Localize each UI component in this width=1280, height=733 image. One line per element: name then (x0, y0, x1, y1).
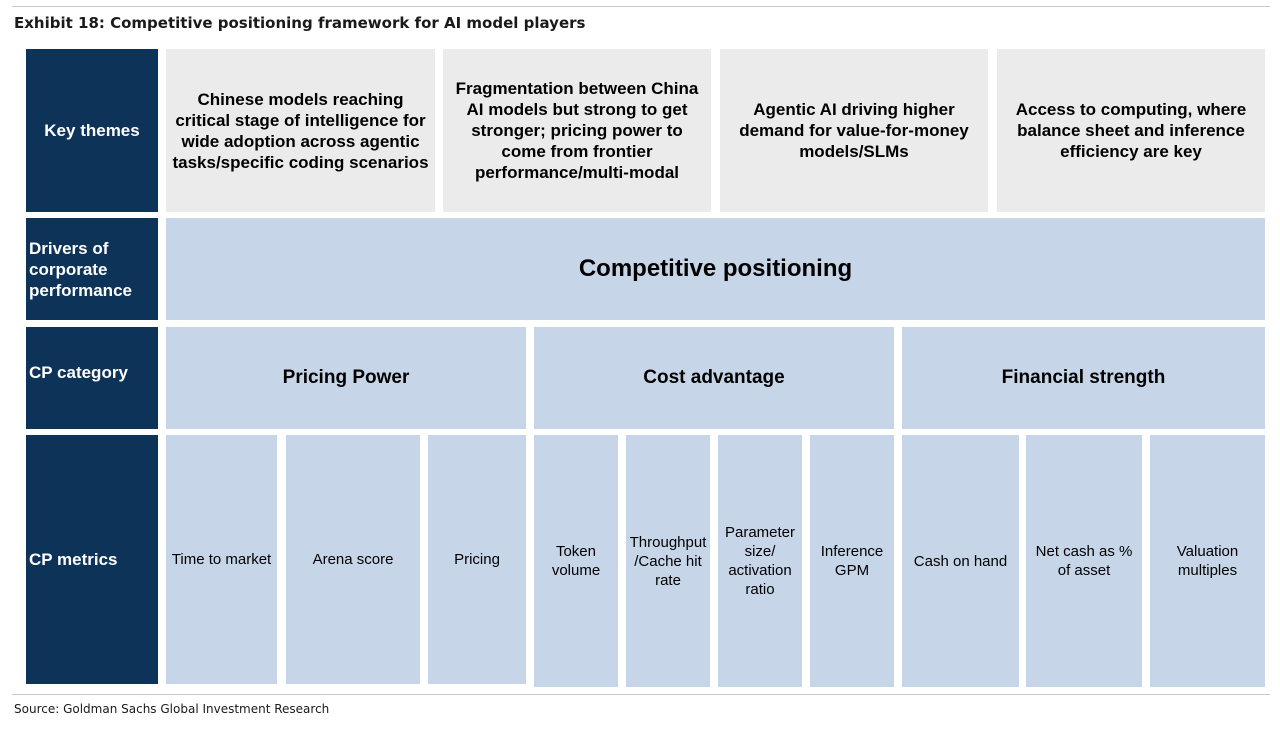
metric-cell: Net cash as % of asset (1026, 435, 1142, 687)
row-header-key-themes: Key themes (26, 49, 158, 212)
theme-text: Fragmentation between China AI models bu… (455, 79, 699, 182)
row-header-drivers: Drivers of corporate performance (26, 218, 158, 320)
metric-cell: Cash on hand (902, 435, 1019, 687)
driver-cell: Competitive positioning (166, 218, 1265, 320)
metric-cell: Token volume (534, 435, 618, 687)
row-header-key-themes-label: Key themes (44, 121, 140, 140)
row-header-drivers-label: Drivers of corporate performance (29, 238, 132, 300)
row-header-cp-metrics-label: CP metrics (29, 550, 118, 569)
theme-text: Chinese models reaching critical stage o… (172, 89, 429, 172)
bottom-rule (12, 694, 1270, 695)
driver-text: Competitive positioning (578, 255, 853, 282)
metric-label: Pricing (454, 551, 500, 568)
metric-cell: Arena score (286, 435, 420, 684)
metric-label: Throughput /Cache hit rate (629, 533, 707, 589)
metric-cell: Throughput /Cache hit rate (626, 435, 710, 687)
row-header-cp-category-label: CP category (29, 363, 128, 382)
category-label: Cost advantage (643, 367, 785, 388)
theme-cell: Fragmentation between China AI models bu… (443, 49, 711, 212)
theme-text: Access to computing, where balance sheet… (1015, 100, 1247, 161)
theme-cell: Chinese models reaching critical stage o… (166, 49, 435, 212)
row-header-cp-category: CP category (26, 327, 158, 429)
category-label: Financial strength (1001, 367, 1166, 388)
metric-label: Arena score (312, 551, 394, 568)
category-cell: Financial strength (902, 327, 1265, 429)
row-header-cp-metrics: CP metrics (26, 435, 158, 684)
metric-label: Parameter size/ activation ratio (724, 524, 796, 598)
top-rule (12, 6, 1270, 7)
metric-label: Inference GPM (820, 543, 884, 579)
metric-label: Time to market (171, 551, 272, 568)
category-label: Pricing Power (282, 367, 410, 388)
metric-cell: Pricing (428, 435, 526, 684)
metric-cell: Valuation multiples (1150, 435, 1265, 687)
category-cell: Cost advantage (534, 327, 894, 429)
metric-label: Token volume (551, 543, 601, 579)
exhibit-title: Exhibit 18: Competitive positioning fram… (14, 14, 586, 32)
metric-cell: Inference GPM (810, 435, 894, 687)
theme-cell: Access to computing, where balance sheet… (997, 49, 1265, 212)
metric-label: Cash on hand (913, 552, 1008, 570)
category-cell: Pricing Power (166, 327, 526, 429)
metric-label: Net cash as % of asset (1035, 543, 1133, 579)
metric-label: Valuation multiples (1176, 543, 1239, 579)
theme-text: Agentic AI driving higher demand for val… (739, 100, 969, 161)
metric-cell: Time to market (166, 435, 277, 684)
metric-cell: Parameter size/ activation ratio (718, 435, 802, 687)
theme-cell: Agentic AI driving higher demand for val… (720, 49, 988, 212)
source-note: Source: Goldman Sachs Global Investment … (14, 702, 330, 716)
